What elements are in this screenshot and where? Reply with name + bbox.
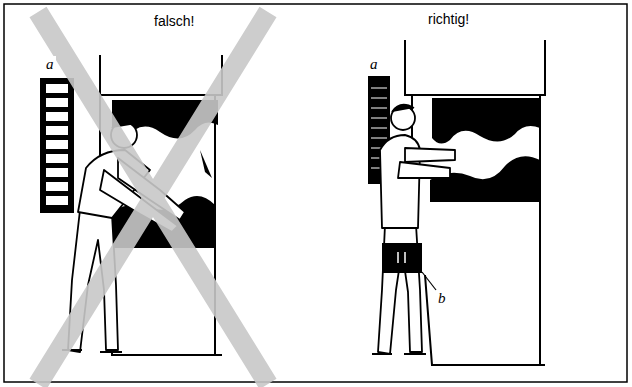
panel-heading: falsch! [152, 14, 196, 29]
panel-heading: richtig! [426, 12, 471, 27]
part-letter: b [436, 290, 448, 307]
part-letter: a [368, 56, 380, 73]
part-letter: a [44, 56, 56, 73]
